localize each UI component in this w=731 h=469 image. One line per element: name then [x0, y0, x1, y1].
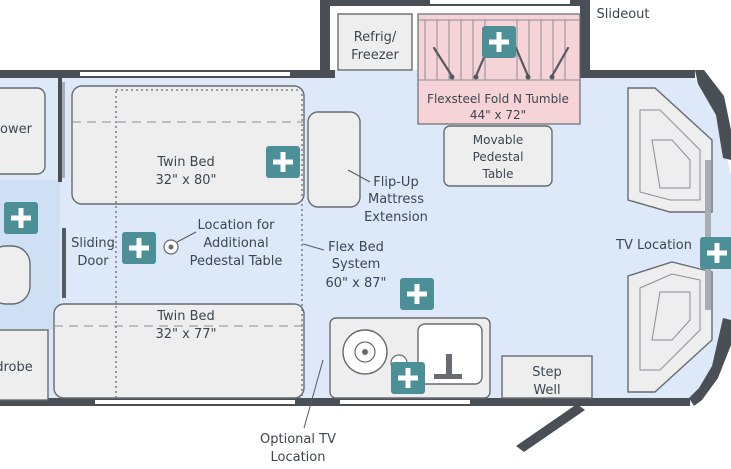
- flexbed-label-2: System: [332, 257, 380, 272]
- sliding-door: [62, 228, 66, 298]
- wardrobe-label: drobe: [0, 360, 33, 375]
- bath-wall-inner: [62, 82, 65, 178]
- step-label-1: Step: [532, 365, 562, 380]
- shower-label: ower: [0, 122, 33, 137]
- pedestal-location-marker: [163, 231, 197, 255]
- dash: [705, 160, 711, 310]
- tv-location-label: TV Location: [615, 238, 692, 253]
- step-well: Step Well: [501, 355, 593, 399]
- flex-bed-outline: [115, 89, 303, 399]
- refrig-label-1: Refrig/: [354, 30, 397, 45]
- twin-bed-top: Twin Bed 32" x 80": [71, 85, 305, 205]
- cab-seat-bottom: [627, 261, 713, 393]
- optional-tv-label-1: Optional TV: [260, 432, 336, 447]
- flexsteel-label-2: 44" x 72": [470, 108, 526, 122]
- step-label-2: Well: [533, 383, 560, 398]
- refrig-label-2: Freezer: [351, 48, 399, 63]
- entry-door: [516, 404, 585, 452]
- flipup-label-1: Flip-Up: [373, 175, 418, 190]
- wardrobe: drobe: [0, 329, 49, 401]
- location-label-3: Pedestal Table: [190, 254, 283, 269]
- optional-tv-leader: [303, 359, 324, 429]
- twin-bed-bottom-label-1: Twin Bed: [156, 309, 215, 324]
- location-label-2: Additional: [203, 236, 268, 251]
- hotspot-twin-bed-button[interactable]: [266, 146, 300, 178]
- flip-up-mattress-extension: Flip-Up Mattress Extension: [307, 111, 428, 225]
- flexsteel-label-1: Flexsteel Fold N Tumble: [427, 92, 569, 106]
- sliding-label-2: Door: [77, 254, 109, 269]
- cab-seat-top: [627, 87, 713, 213]
- twin-bed-top-label-1: Twin Bed: [156, 155, 215, 170]
- bath-wall: [58, 78, 62, 182]
- hotspot-bathroom-button[interactable]: [4, 202, 38, 234]
- flipup-label-3: Extension: [364, 210, 428, 225]
- plus-icon-h: [407, 291, 427, 297]
- twin-bed-top-label-2: 32" x 80": [155, 173, 216, 188]
- sliding-label-1: Sliding: [71, 236, 115, 251]
- flexbed-label-1: Flex Bed: [328, 240, 384, 255]
- pedestal-label-2: Pedestal: [473, 150, 524, 164]
- flexbed-label-3: 60" x 87": [325, 276, 386, 291]
- refrigerator: Refrig/ Freezer: [337, 13, 413, 71]
- shower: ower: [0, 87, 46, 175]
- hotspot-tv-button[interactable]: [700, 237, 731, 269]
- slideout-label: Slideout: [596, 7, 649, 22]
- pedestal-label-1: Movable: [473, 133, 523, 147]
- flipup-label-2: Mattress: [368, 192, 424, 207]
- flexsteel-sofa: Flexsteel Fold N Tumble 44" x 72": [417, 13, 581, 125]
- windows: [80, 0, 570, 404]
- hotspot-flex-bed-button[interactable]: [400, 278, 434, 310]
- twin-bed-bottom: Twin Bed 32" x 77": [53, 303, 305, 399]
- hotspot-flexsteel-button[interactable]: [482, 26, 516, 58]
- movable-pedestal-table: Movable Pedestal Table: [443, 125, 553, 187]
- hotspot-sliding-door-button[interactable]: [122, 232, 156, 264]
- optional-tv-label-2: Location: [271, 450, 326, 465]
- hotspot-kitchen-button[interactable]: [391, 362, 425, 394]
- pedestal-label-3: Table: [481, 167, 513, 181]
- kitchen-galley: [329, 317, 491, 399]
- toilet: [0, 245, 31, 305]
- twin-bed-bottom-label-2: 32" x 77": [155, 327, 216, 342]
- location-label-1: Location for: [198, 218, 276, 233]
